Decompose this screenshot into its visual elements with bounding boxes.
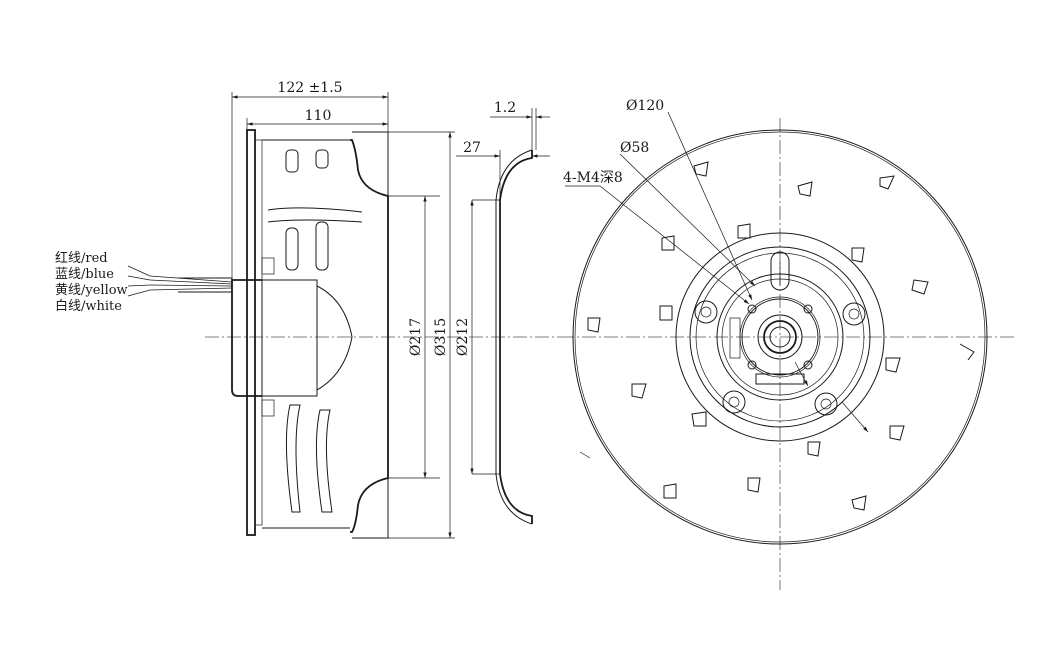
dim-ring-thickness: 1.2	[494, 100, 516, 116]
dim-dia-58: Ø58	[620, 140, 649, 156]
side-view: 红线/red 蓝线/blue 黄线/yellow 白线/white 122 ±1…	[55, 80, 560, 539]
lower-blades	[262, 404, 350, 529]
dim-dia-120: Ø120	[626, 98, 664, 114]
dim-dia-315: Ø315	[433, 318, 449, 356]
dim-ring-depth: 27	[463, 140, 481, 156]
dim-dia-217: Ø217	[408, 318, 424, 356]
mounting-bosses	[694, 300, 866, 416]
wire-label-white: 白线/white	[55, 298, 122, 314]
wire-label-yellow: 黄线/yellow	[55, 283, 128, 298]
wire-label-red: 红线/red	[55, 250, 108, 266]
dim-impeller-depth: 110	[305, 108, 332, 124]
wire-label-blue: 蓝线/blue	[55, 267, 114, 282]
vent-slots	[587, 161, 975, 511]
upper-blades	[262, 139, 363, 271]
front-view: Ø120 Ø58 4-M4深8	[560, 98, 1015, 590]
dim-dia-212: Ø212	[455, 318, 471, 356]
lead-wires	[127, 265, 233, 297]
dim-mount-holes: 4-M4深8	[563, 170, 623, 186]
dim-overall-depth: 122 ±1.5	[277, 80, 342, 96]
